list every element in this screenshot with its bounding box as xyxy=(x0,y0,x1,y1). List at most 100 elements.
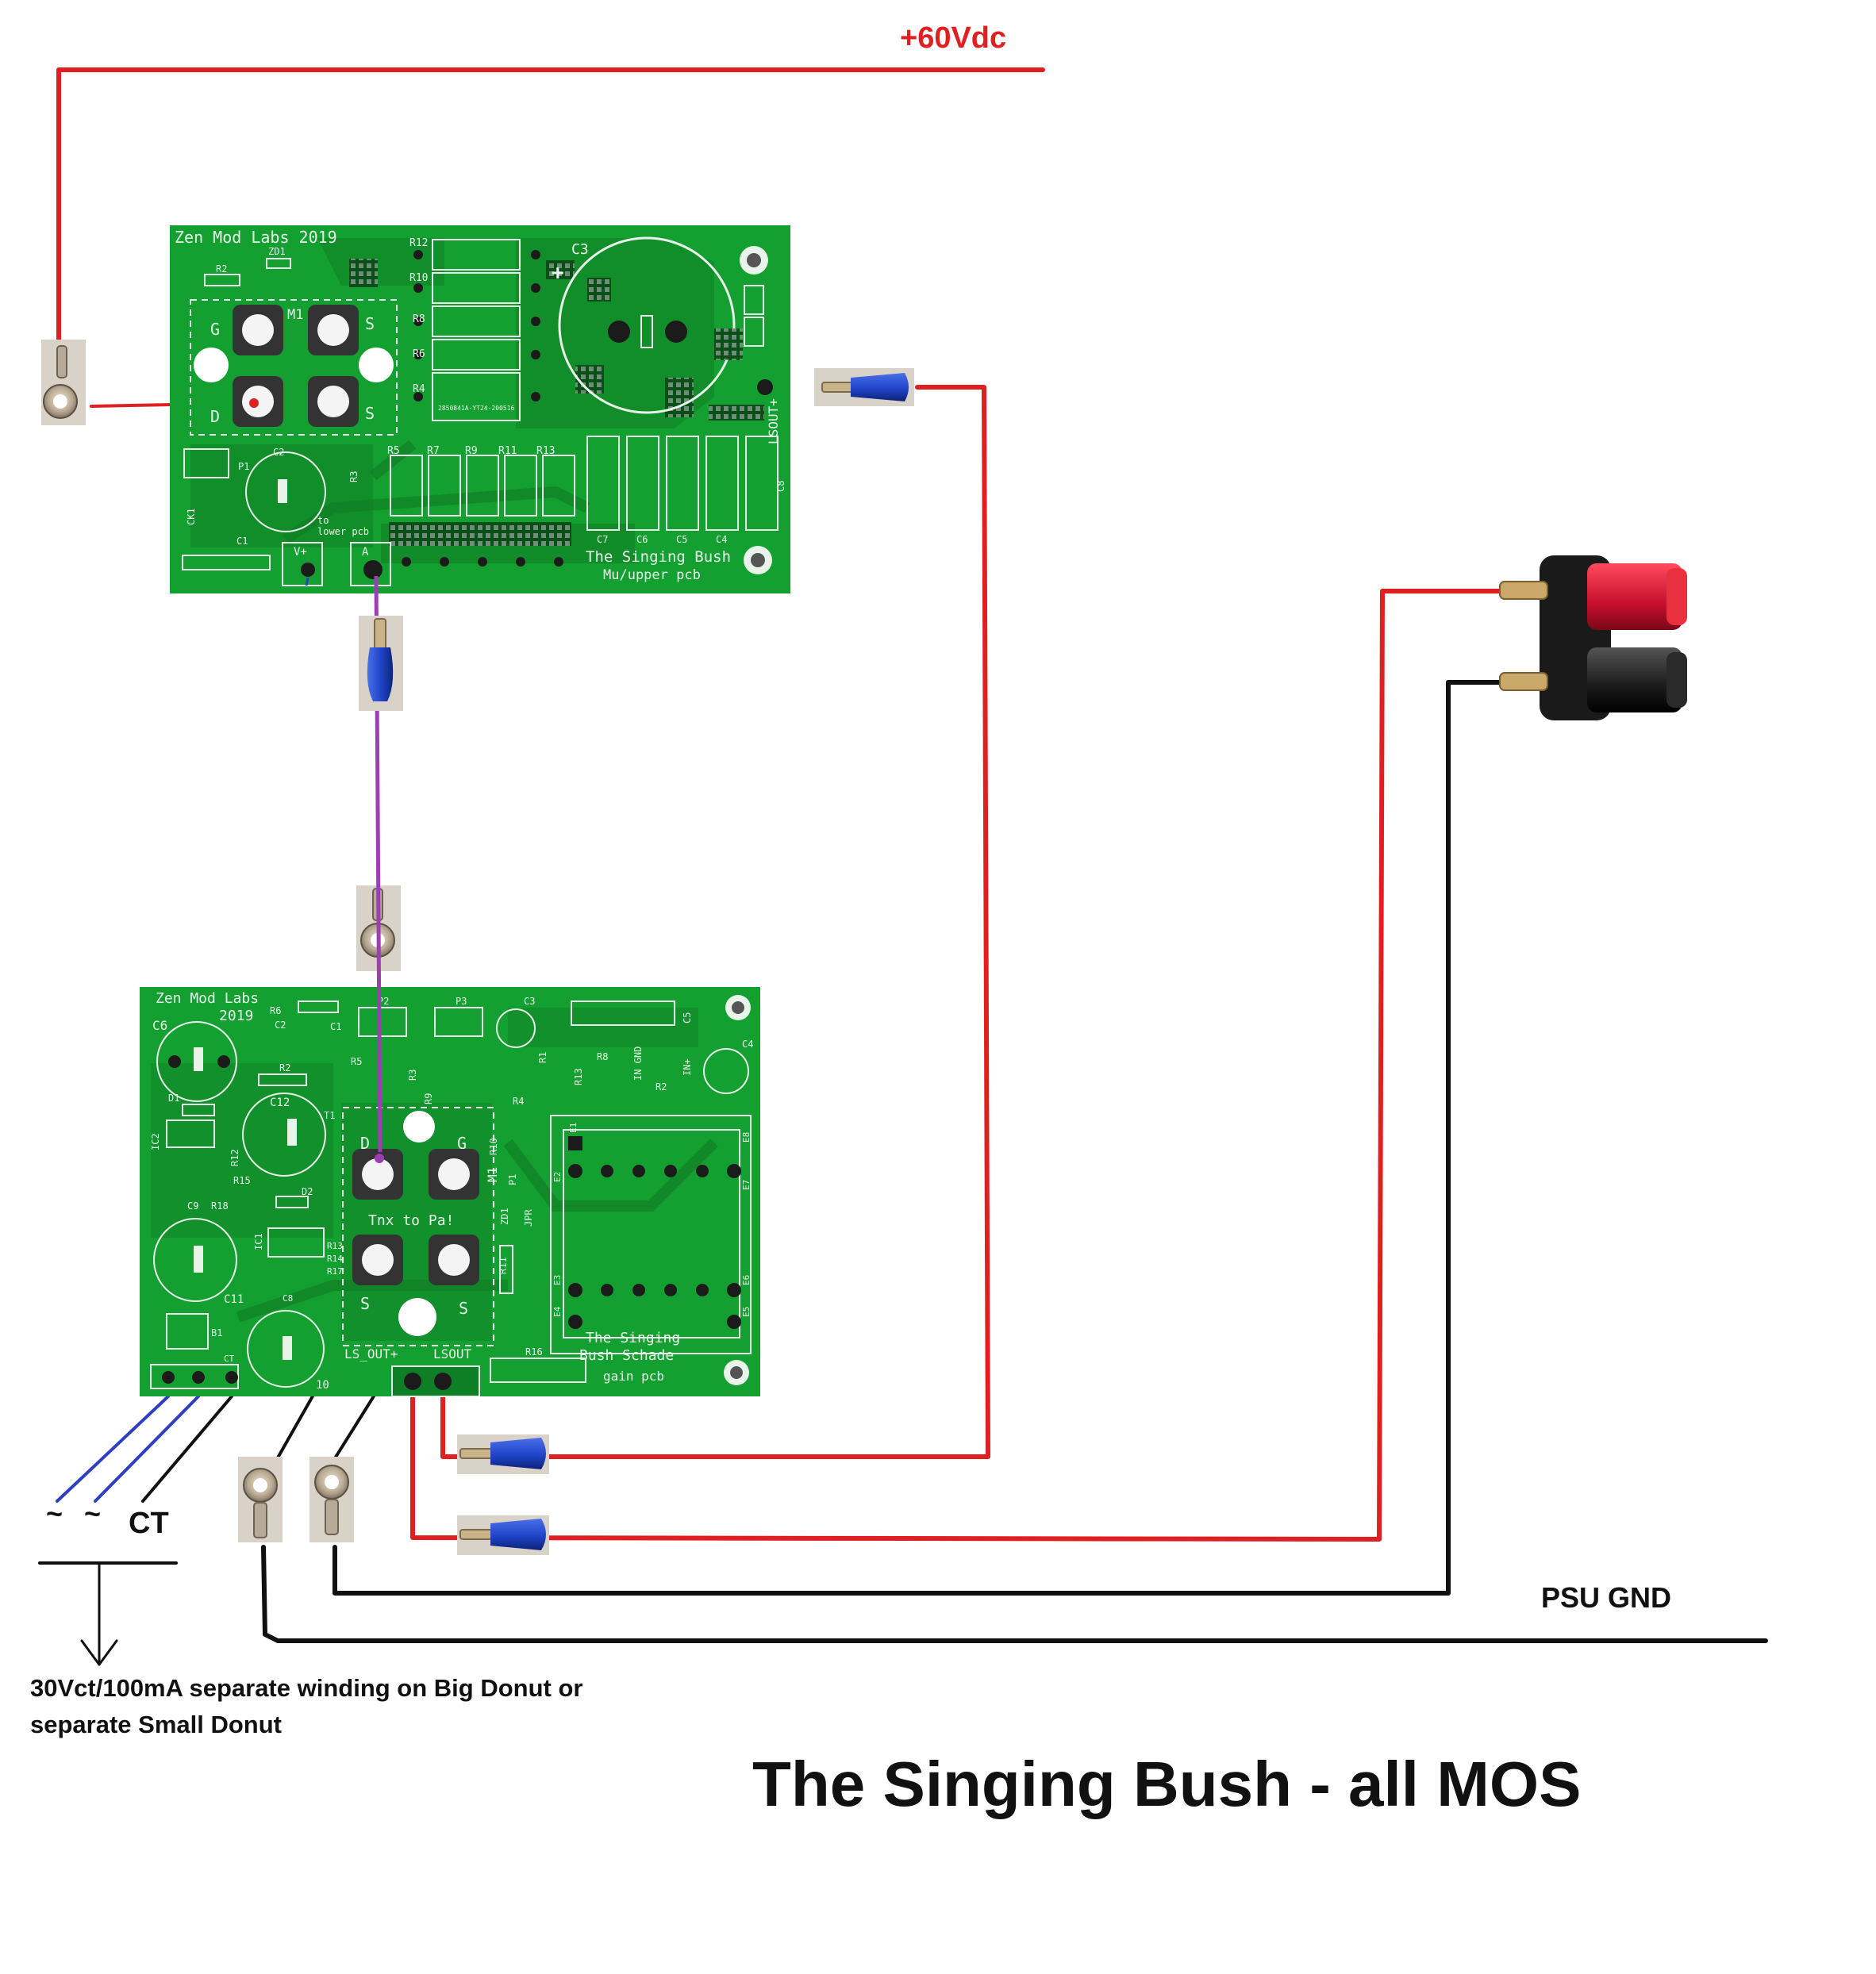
lower-e7: E7 xyxy=(741,1180,752,1190)
lower-r2-body xyxy=(258,1073,307,1086)
lower-e6: E6 xyxy=(741,1275,752,1285)
upper-c3-mark xyxy=(640,315,653,348)
lower-r16-body xyxy=(490,1358,586,1383)
lower-pcb-name-1: The Singing xyxy=(586,1330,680,1346)
upper-zd1-body xyxy=(266,258,291,269)
wire-ct xyxy=(141,1395,233,1503)
center-tap-label: CT xyxy=(129,1507,169,1540)
upper-v-pad xyxy=(301,563,315,577)
lower-brand-2: 2019 xyxy=(219,1008,253,1024)
transformer-arrow-head xyxy=(80,1639,118,1666)
lower-c5: C5 xyxy=(682,1012,693,1023)
upper-r12: R12 xyxy=(409,237,428,249)
transformer-note-1: 30Vct/100mA separate winding on Big Donu… xyxy=(30,1674,582,1702)
upper-v-blue-mark xyxy=(305,577,309,586)
wire-upper-lsout-to-lower xyxy=(440,385,990,1459)
lower-r5: R5 xyxy=(351,1056,362,1067)
ac-tilde-2: ~ xyxy=(84,1497,101,1530)
wire-lower-lsout-to-speaker-red xyxy=(410,589,1502,1542)
lower-c9: C9 xyxy=(187,1200,198,1212)
wire-speaker-black-to-ground xyxy=(333,680,1502,1596)
lower-c4-outline xyxy=(703,1048,749,1094)
wires xyxy=(38,67,1768,1666)
upper-resistor-stack xyxy=(413,239,540,421)
lower-e4: E4 xyxy=(552,1306,563,1317)
lower-ct-label: CT xyxy=(224,1354,235,1364)
lower-t1: T1 xyxy=(324,1110,335,1121)
upper-gate-label: G xyxy=(210,320,220,339)
upper-drain-red-dot xyxy=(249,398,259,408)
upper-c2: C2 xyxy=(273,447,284,458)
upper-source2-label: S xyxy=(365,404,375,423)
lower-ac-pad-1 xyxy=(162,1371,175,1384)
lower-ac-pad-2 xyxy=(192,1371,205,1384)
lower-c11-outline xyxy=(153,1218,237,1302)
lower-source2-label: S xyxy=(459,1299,468,1318)
lower-cap10: 10 xyxy=(316,1379,329,1392)
lower-c10-outline xyxy=(247,1310,325,1388)
lower-r12: R12 xyxy=(229,1149,240,1166)
lower-zd1: ZD1 xyxy=(499,1208,510,1225)
upper-c3-outline xyxy=(558,236,736,414)
upper-note-2: lower pcb xyxy=(317,526,369,537)
speaker-binding-posts xyxy=(1499,555,1687,720)
lower-ls-out-label-1: LS_OUT+ xyxy=(344,1346,398,1361)
lower-gate-label: G xyxy=(457,1134,467,1153)
binding-post-red-knob xyxy=(1587,563,1682,630)
lower-c3-outline xyxy=(496,1008,536,1048)
lower-e1: E1 xyxy=(568,1123,579,1133)
binding-post-black-stud xyxy=(1499,672,1548,691)
upper-c3-pad-block-1 xyxy=(587,278,611,301)
lower-pcb-name-2: Bush Schade xyxy=(579,1347,674,1364)
upper-pcb-name-1: The Singing Bush xyxy=(586,548,731,566)
blue-terminal-lower-1 xyxy=(457,1434,549,1474)
lower-d2: D2 xyxy=(302,1186,313,1197)
upper-m1-label: M1 xyxy=(287,307,303,323)
upper-film-cap-row xyxy=(586,436,778,531)
upper-r3: R3 xyxy=(348,471,359,482)
lower-c2: C2 xyxy=(275,1020,286,1031)
upper-a-pad xyxy=(363,560,383,579)
lower-r15: R15 xyxy=(233,1175,251,1186)
upper-r2-body xyxy=(204,274,240,286)
lower-r11-body xyxy=(499,1245,513,1294)
psu-gnd-label: PSU GND xyxy=(1541,1581,1671,1614)
upper-c7: C7 xyxy=(597,534,608,545)
lower-r9: R9 xyxy=(423,1093,434,1104)
upper-r10: R10 xyxy=(409,272,428,284)
lower-p1: P1 xyxy=(507,1174,518,1185)
upper-smd-pad-1 xyxy=(349,259,378,287)
wire-60v-supply xyxy=(56,67,1045,350)
lower-r14: R14 xyxy=(327,1254,343,1264)
lower-ac-header xyxy=(150,1364,239,1389)
transformer-note-2: separate Small Donut xyxy=(30,1711,282,1738)
lower-in-plus: IN+ xyxy=(682,1058,693,1076)
upper-c3: C3 xyxy=(571,241,589,258)
lower-ic1: IC1 xyxy=(253,1233,264,1250)
binding-post-black-knob xyxy=(1587,647,1682,712)
lower-r13b: R13 xyxy=(573,1068,584,1085)
lower-ic2: IC2 xyxy=(150,1133,161,1150)
lower-pcb: Zen Mod Labs 2019 C6 C12 C11 10 C9 IC2 I… xyxy=(140,987,760,1397)
lower-d1-body xyxy=(182,1104,215,1116)
upper-pcb: Zen Mod Labs 2019 M1 G D S S xyxy=(170,225,790,593)
upper-resistor-row xyxy=(390,455,575,566)
binding-post-red-cap xyxy=(1666,568,1687,625)
lower-c11-mark xyxy=(194,1246,203,1273)
ring-lug-ground-1 xyxy=(238,1457,283,1542)
upper-m1-outline xyxy=(190,299,398,436)
diagram-title: The Singing Bush - all MOS xyxy=(752,1749,1581,1819)
upper-lsout-pad xyxy=(757,379,773,395)
lower-jpr: JPR xyxy=(523,1209,534,1227)
upper-pcb-brand: Zen Mod Labs 2019 xyxy=(175,228,337,247)
upper-r4: R4 xyxy=(413,383,425,395)
lower-c6-outline xyxy=(156,1021,237,1102)
lower-ic1-body xyxy=(267,1227,325,1258)
lower-ls-out-pad-1 xyxy=(404,1373,421,1390)
upper-zd1: ZD1 xyxy=(268,246,286,257)
upper-c8: C8 xyxy=(775,481,786,492)
upper-c3-pad-2 xyxy=(665,321,687,343)
lower-r2: R2 xyxy=(279,1062,290,1073)
lower-r4: R4 xyxy=(513,1096,524,1107)
upper-a-pad-box xyxy=(350,542,391,586)
